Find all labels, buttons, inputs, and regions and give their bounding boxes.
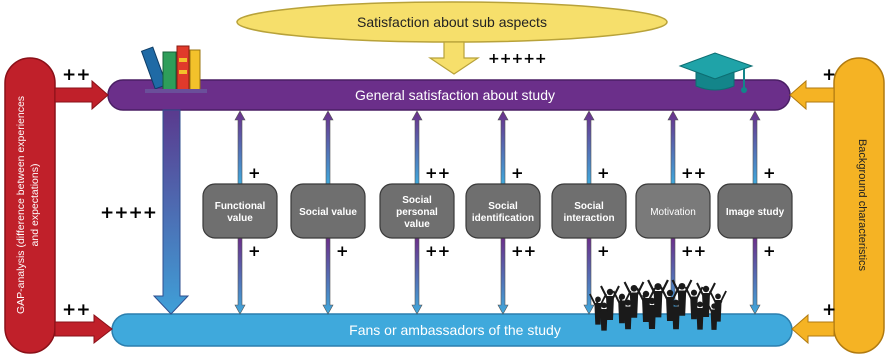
- aspect-5: Motivation ++ ++: [635, 110, 711, 315]
- aspect-to-general-arrow: [497, 110, 509, 185]
- gap-analysis-node: GAP-analysis (difference between experie…: [4, 57, 56, 354]
- gap-to-general-sign: ++: [62, 65, 91, 85]
- aspect-to-general-arrow: [322, 110, 334, 185]
- fans-ambassadors-label: Fans or ambassadors of the study: [349, 322, 561, 338]
- aspect-to-general-arrow: [749, 110, 761, 185]
- general-to-fans-sign: ++++: [100, 203, 157, 223]
- gap-to-general-arrow: [54, 79, 109, 111]
- aspect-label-line: interaction: [563, 213, 614, 224]
- sub-aspects-arrow: [428, 41, 480, 75]
- books-icon: [140, 45, 207, 93]
- aspect-top-sign: +: [511, 164, 524, 182]
- background-characteristics-pill: [833, 57, 885, 354]
- aspect-label-line: Image study: [726, 207, 785, 218]
- aspect-to-fans-arrow: [497, 237, 509, 315]
- background-to-fans-sign: +: [822, 300, 836, 320]
- general-satisfaction-label: General satisfaction about study: [355, 87, 555, 103]
- aspect-label-line: Social: [402, 195, 432, 206]
- gap-analysis-label-line1: GAP-analysis (difference between experie…: [15, 96, 27, 314]
- aspect-to-fans-arrow: [322, 237, 334, 315]
- aspect-label-line: Functional: [215, 201, 266, 212]
- aspect-bottom-sign: +: [763, 242, 776, 260]
- aspect-label-line: Social: [574, 201, 604, 212]
- gap-to-fans-sign: ++: [62, 300, 91, 320]
- aspect-label-line: identification: [472, 213, 534, 224]
- aspect-top-sign: ++: [681, 164, 706, 182]
- crowd-icon: [589, 279, 727, 331]
- general-satisfaction-node: General satisfaction about study: [107, 79, 791, 111]
- aspect-label-line: personal: [396, 207, 438, 218]
- aspect-label-line: Social value: [299, 207, 357, 218]
- aspect-box: [635, 183, 711, 239]
- aspect-bottom-sign: +: [597, 242, 610, 260]
- aspect-box: [717, 183, 793, 239]
- aspect-box: [465, 183, 541, 239]
- aspect-to-general-arrow: [234, 110, 246, 185]
- aspect-to-fans-arrow: [583, 237, 595, 315]
- aspect-top-sign: +: [763, 164, 776, 182]
- aspect-1: Social value +: [290, 110, 366, 315]
- aspect-6: Image study + +: [717, 110, 793, 315]
- aspect-label-line: Motivation: [650, 207, 696, 218]
- aspect-to-fans-arrow: [411, 237, 423, 315]
- background-characteristics-node: Background characteristics: [833, 57, 885, 354]
- aspect-top-sign: +: [597, 164, 610, 182]
- background-to-fans-arrow: [791, 313, 835, 345]
- aspect-top-sign: ++: [425, 164, 450, 182]
- aspect-bottom-sign: ++: [425, 242, 450, 260]
- gap-to-fans-arrow: [54, 313, 113, 345]
- aspect-bottom-sign: ++: [681, 242, 706, 260]
- top-to-general-sign: +++++: [488, 51, 547, 67]
- aspect-box: [379, 183, 455, 239]
- aspect-to-general-arrow: [583, 110, 595, 185]
- aspect-bottom-sign: +: [336, 242, 349, 260]
- fans-ambassadors-node: Fans or ambassadors of the study: [111, 313, 793, 347]
- general-to-fans-arrow: [152, 109, 190, 315]
- gap-analysis-label-line2: and expectations): [29, 164, 41, 247]
- gap-analysis-pill: [4, 57, 56, 354]
- background-characteristics-label: Background characteristics: [856, 139, 868, 272]
- sub-aspects-satisfaction-node: Satisfaction about sub aspects: [236, 1, 668, 43]
- aspect-box: [202, 183, 278, 239]
- aspect-to-general-arrow: [411, 110, 423, 185]
- background-to-general-sign: +: [822, 65, 836, 85]
- background-to-general-arrow: [789, 79, 835, 111]
- aspect-box: [551, 183, 627, 239]
- sub-aspects-label: Satisfaction about sub aspects: [357, 14, 547, 30]
- aspect-label-line: Social: [488, 201, 518, 212]
- aspect-box: [290, 183, 366, 239]
- aspect-label-line: value: [227, 213, 253, 224]
- aspect-bottom-sign: +: [248, 242, 261, 260]
- aspect-to-fans-arrow: [234, 237, 246, 315]
- aspect-to-general-arrow: [667, 110, 679, 185]
- aspect-label-line: value: [404, 219, 430, 230]
- graduation-cap-icon: [678, 52, 754, 93]
- aspect-to-fans-arrow: [749, 237, 761, 315]
- aspect-bottom-sign: ++: [511, 242, 536, 260]
- aspect-top-sign: +: [248, 164, 261, 182]
